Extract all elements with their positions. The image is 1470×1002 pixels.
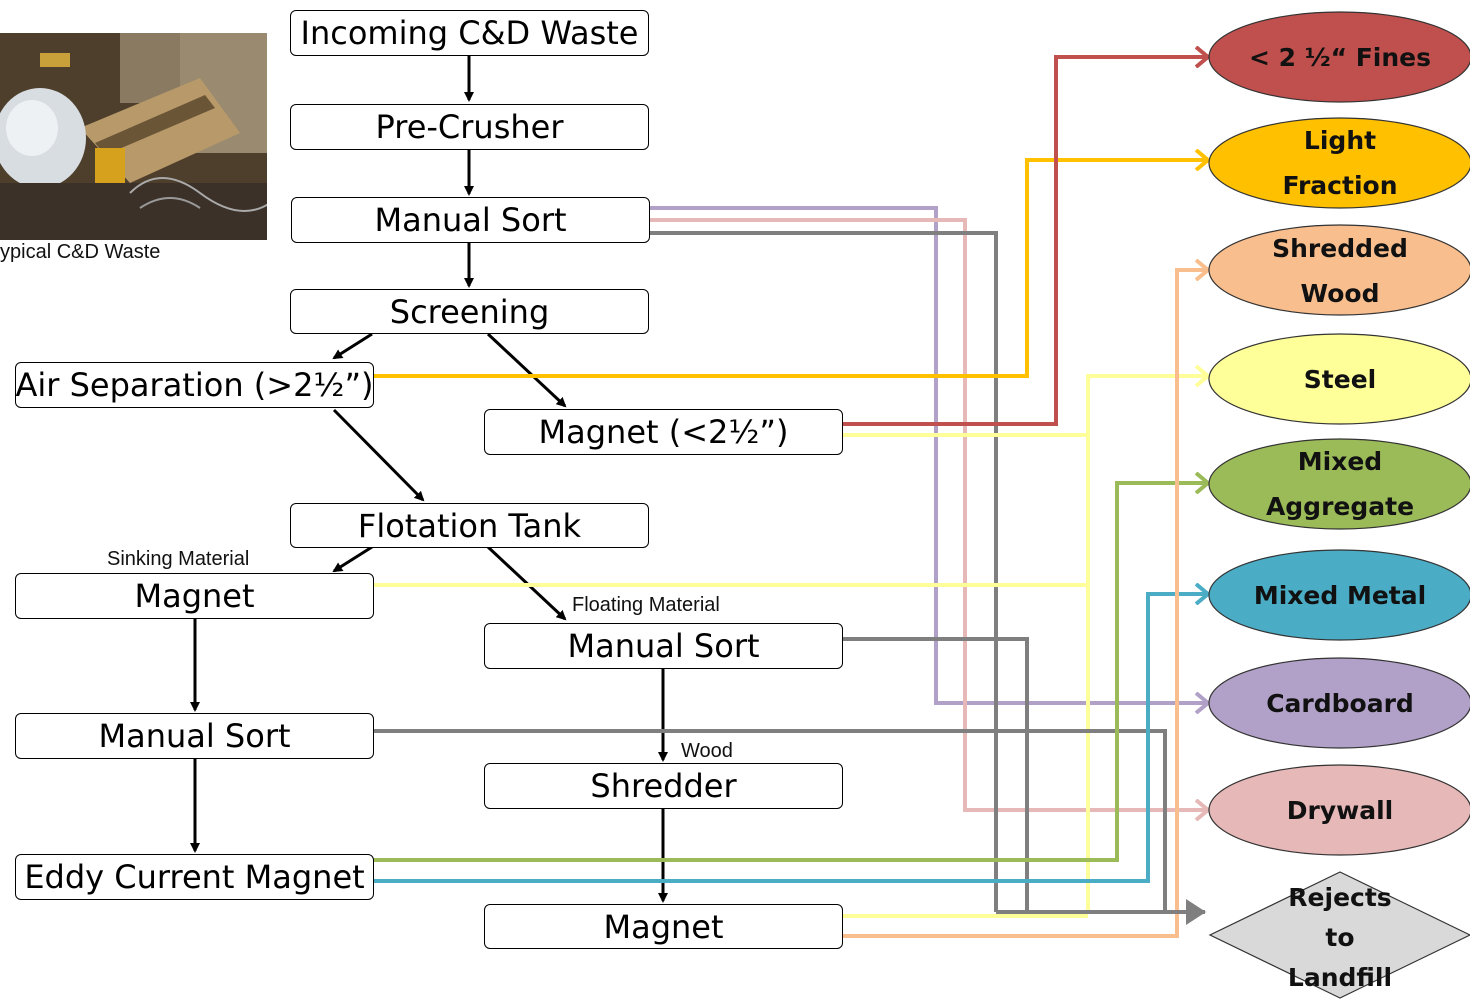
output-fines-shape [1208, 11, 1470, 103]
manual-sort-float-box: Manual Sort [484, 623, 843, 669]
output-steel-label: Steel [1303, 365, 1377, 394]
wood-label: Wood [681, 740, 733, 762]
output-drywall-label: Drywall [1286, 796, 1394, 825]
screening-box: Screening [290, 289, 649, 334]
line-float-rejects [843, 637, 1029, 912]
process-arrows [190, 56, 668, 903]
cd-waste-photo [0, 33, 267, 240]
line-fines [843, 57, 1208, 426]
output-drywall-shape [1208, 764, 1470, 856]
line-drywall [650, 218, 1208, 810]
photo-caption: ypical C&D Waste [0, 241, 161, 263]
routing-lines [372, 57, 1208, 938]
pre-crusher-box: Pre-Crusher [290, 104, 649, 150]
line-shredded-wood [843, 270, 1208, 938]
arrow-flotation-to-magnet [332, 545, 373, 573]
arrow-screening-to-magnet-fines [486, 332, 567, 408]
output-rejects-label: Rejects to Landfill [1287, 882, 1393, 992]
floating-material-label: Floating Material [572, 594, 720, 616]
output-mixed-metal-shape [1208, 549, 1470, 641]
flotation-tank-box: Flotation Tank [290, 503, 649, 548]
manual-sort-sink-box: Manual Sort [15, 713, 374, 759]
line-cardboard [650, 206, 1208, 703]
sinking-material-label: Sinking Material [107, 548, 250, 570]
output-mixed-aggregate-shape [1208, 438, 1470, 530]
magnet-sink-box: Magnet [15, 573, 374, 619]
arrow-screening-to-airsep [332, 332, 373, 360]
output-mixed-aggregate-label: Mixed Aggregate [1265, 447, 1415, 521]
arrow-airsep-to-flotation [332, 408, 425, 502]
incoming-waste-box: Incoming C&D Waste [290, 10, 649, 56]
line-manualsort-rejects [650, 231, 998, 912]
output-shapes [1208, 11, 1470, 999]
output-fines-label: < 2 ½“ Fines [1248, 43, 1432, 72]
magnet-final-box: Magnet [484, 904, 843, 949]
output-steel-shape [1208, 333, 1470, 425]
line-light-fraction [372, 160, 1208, 378]
output-shredded-wood-shape [1208, 224, 1470, 316]
output-mixed-metal-label: Mixed Metal [1253, 581, 1427, 610]
output-light-fraction-shape [1208, 117, 1470, 209]
output-cardboard-label: Cardboard [1266, 689, 1414, 718]
output-shredded-wood-label: Shredded Wood [1272, 234, 1408, 308]
eddy-current-magnet-box: Eddy Current Magnet [15, 854, 374, 900]
output-rejects-shape [1208, 871, 1470, 999]
line-mixed-aggregate [374, 483, 1208, 862]
line-steel-main [1086, 376, 1208, 912]
air-separation-box: Air Separation (>2½”) [15, 362, 374, 408]
magnet-fines-box: Magnet (<2½”) [484, 409, 843, 455]
output-cardboard-shape [1208, 657, 1470, 749]
shredder-box: Shredder [484, 763, 843, 809]
manual-sort-box: Manual Sort [291, 197, 650, 243]
line-sink-rejects [374, 729, 1167, 912]
output-light-fraction-label: Light Fraction [1282, 126, 1398, 200]
